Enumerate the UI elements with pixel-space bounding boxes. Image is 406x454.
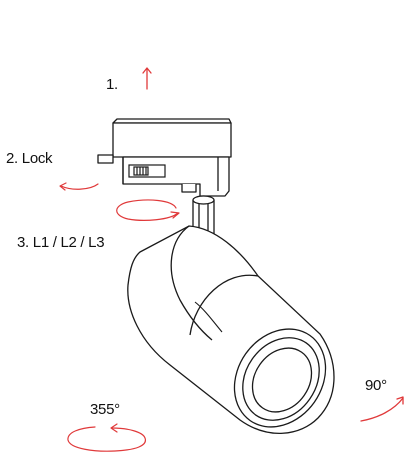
track-adapter [97, 118, 232, 197]
tilt-arrow-icon [360, 396, 404, 422]
up-arrow-icon [142, 67, 152, 90]
rotation-angle-label: 355° [90, 401, 120, 418]
lock-switch [128, 164, 166, 178]
rotation-arrow-icon [67, 423, 146, 452]
step-2-lock-label: 2. Lock [6, 150, 53, 167]
lock-arrow-icon [59, 182, 99, 191]
tilt-angle-label: 90° [365, 377, 387, 394]
step-1-label: 1. [106, 76, 118, 93]
step-3-phase-label: 3. L1 / L2 / L3 [17, 234, 105, 251]
rotate-arrow-icon [116, 199, 180, 221]
lamp-head [127, 225, 335, 434]
